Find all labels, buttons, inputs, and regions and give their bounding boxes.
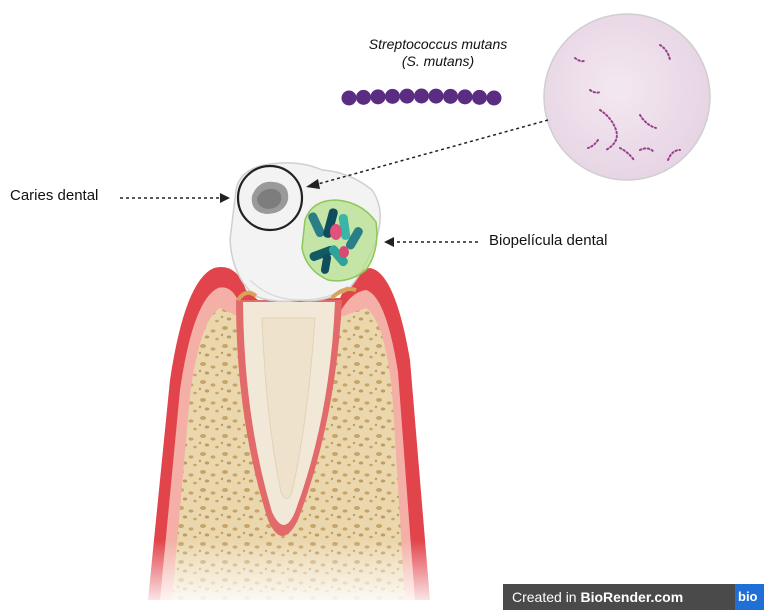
- species-label: Streptococcus mutans (S. mutans): [338, 36, 538, 70]
- biofilm-label: Biopelícula dental: [489, 232, 607, 249]
- biorender-credit[interactable]: Created in BioRender.com bio: [503, 584, 764, 610]
- coccus-cell: [385, 89, 400, 104]
- coccus-cell: [342, 91, 357, 106]
- coccus-cell: [356, 90, 371, 105]
- coccus-cell: [371, 89, 386, 104]
- micrograph-circle: [544, 14, 710, 180]
- coccus-cell: [443, 89, 458, 104]
- species-name: Streptococcus mutans: [338, 36, 538, 53]
- coccus-cell: [472, 90, 487, 105]
- caries-label: Caries dental: [10, 187, 98, 204]
- coccus-cell: [458, 89, 473, 104]
- coccus-cell: [414, 89, 429, 104]
- species-abbrev: (S. mutans): [338, 53, 538, 70]
- credit-text: Created in BioRender.com: [512, 584, 683, 610]
- biofilm-cluster: [302, 200, 377, 281]
- coccus-cell: [429, 89, 444, 104]
- coccus-cell: [400, 89, 415, 104]
- biorender-logo-tag: bio: [735, 584, 764, 610]
- credit-prefix: Created in: [512, 589, 580, 605]
- streptococcus-chain: [342, 89, 502, 106]
- credit-brand: BioRender.com: [580, 589, 683, 605]
- coccus-cell: [487, 91, 502, 106]
